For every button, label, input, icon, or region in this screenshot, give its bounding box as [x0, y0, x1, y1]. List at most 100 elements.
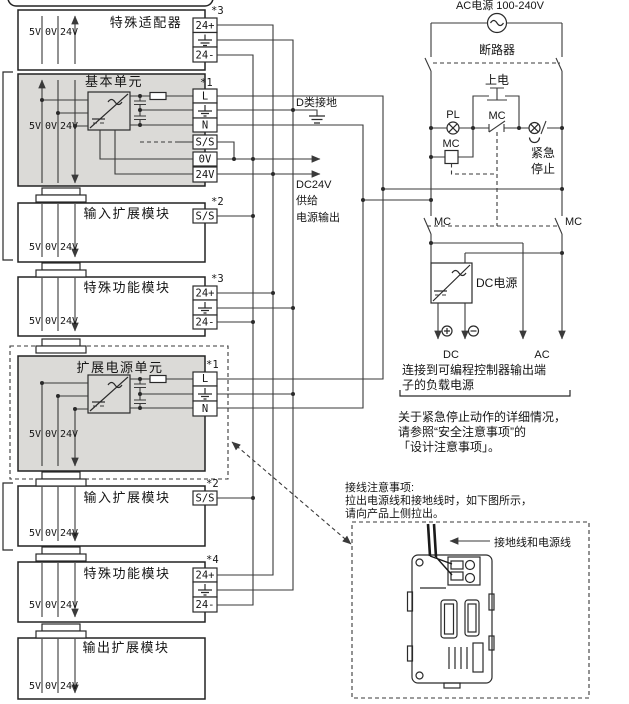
rail-label-0v: 0V [45, 242, 57, 253]
terminal-screw [464, 572, 476, 584]
breaker-label: 断路器 [479, 42, 515, 57]
pointer-dashed-arrow [231, 441, 352, 545]
module-output-extension: 5V 0V 24V 输出扩展模块 [17, 637, 206, 700]
terminal-label: 24- [196, 317, 215, 329]
mc-aux-label: MC [488, 110, 505, 122]
module-name: 输出扩展模块 [82, 640, 169, 655]
mc-coil-icon [444, 149, 459, 165]
dc-supply-box [430, 262, 473, 304]
power-rail-arrows [41, 383, 75, 466]
wiring-note-line1: 拉出电源线和接地线时，如下图所示， [345, 493, 532, 507]
terminal-label: S/S [196, 137, 215, 149]
rail-label-0v: 0V [45, 600, 57, 611]
load-bracket [399, 390, 571, 397]
power-rail-arrows [41, 204, 75, 257]
rail-label-24v: 24V [60, 316, 78, 327]
module-name: 输入扩展模块 [83, 206, 170, 221]
side-tab [488, 593, 495, 611]
ac-symbol [107, 381, 123, 389]
rail-label-5v: 5V [29, 600, 41, 611]
module-input-extension-1: 5V 0V 24V 输入扩展模块 [17, 202, 206, 263]
load-feed-wires [431, 242, 562, 263]
rail-label-0v: 0V [45, 27, 57, 38]
fuse-symbol [149, 374, 167, 384]
rail-label-5v: 5V [29, 528, 41, 539]
dc24v-label-3: 电源输出 [296, 210, 340, 224]
load-note-1: 连接到可编程控制器输出端 [402, 362, 546, 377]
power-rail-arrows [41, 487, 75, 541]
rails [430, 22, 563, 263]
d-class-ground-label: D类接地 [296, 95, 337, 109]
power-rail-arrows [41, 278, 75, 331]
wiring-note-line2: 请向产品上侧拉出。 [345, 506, 444, 520]
breaker-blades [424, 57, 563, 72]
bus-0v [217, 54, 254, 606]
fuse-symbol [149, 91, 167, 101]
module-box [17, 637, 206, 700]
terminal-label: N [202, 403, 208, 415]
estop-head-x [530, 123, 539, 133]
terminal-label: 24- [196, 599, 215, 611]
psu-diagonal [89, 376, 129, 412]
rail-label-24v: 24V [60, 681, 78, 692]
minus-icon [467, 325, 480, 337]
side-tab [406, 645, 414, 662]
screw-icon [415, 558, 424, 567]
module-box [17, 202, 206, 263]
extension-psu-dashed-outline [9, 345, 229, 480]
rail-label-24v: 24V [60, 528, 78, 539]
pilot-lamp-icon [446, 121, 460, 135]
load-note-2: 子的负载电源 [402, 377, 474, 392]
rail-label-24v: 24V [60, 429, 78, 440]
estop-head-icon [528, 121, 541, 135]
estop-note-3: 「设计注意事项」。 [398, 439, 500, 454]
rail-label-5v: 5V [29, 242, 41, 253]
ground-icon [198, 388, 212, 400]
module-name: 输入扩展模块 [83, 490, 170, 505]
rail-label-5v: 5V [29, 681, 41, 692]
group-bracket [2, 71, 13, 551]
d-class-ground-icon [309, 115, 325, 124]
terminal-label: S/S [196, 493, 215, 505]
rail-label-24v: 24V [60, 27, 78, 38]
rail-label-24v: 24V [60, 121, 78, 132]
terminal-label: 24+ [196, 288, 215, 300]
power-rail-arrows [41, 16, 75, 64]
estop-cup-icon [528, 137, 541, 144]
terminal-label: L [202, 373, 208, 385]
rail-label-5v: 5V [29, 27, 41, 38]
footnote-marker: *4 [206, 554, 219, 566]
footnote-marker: *2 [211, 196, 224, 208]
estop-note-2: 请参照“安全注意事项”的 [398, 424, 526, 439]
connector-slot [440, 599, 458, 639]
bus-ground [217, 39, 294, 591]
psu-symbol [87, 374, 131, 414]
rail-label-0v: 0V [45, 681, 57, 692]
psu-output-wires [42, 382, 88, 410]
connector [35, 338, 87, 354]
footnote-marker: *1 [206, 359, 219, 371]
module-extension-power-supply: 5V 0V 24V 扩展电源单元 [17, 355, 206, 471]
ground-icon [198, 34, 212, 47]
dc-supply-label: DC电源 [476, 276, 517, 290]
mc-main-label-left: MC [434, 216, 451, 228]
pilot-lamp-label: PL [446, 109, 459, 121]
rail-label-24v: 24V [60, 600, 78, 611]
rail-label-0v: 0V [45, 121, 57, 132]
screw-icon [415, 671, 424, 680]
connector [35, 623, 87, 639]
module-input-extension-2: 5V 0V 24V 输入扩展模块 [17, 485, 206, 547]
module-box [17, 485, 206, 547]
rail-label-0v: 0V [45, 429, 57, 440]
connector [35, 546, 87, 562]
terminal-label: L [202, 91, 208, 103]
dc-label: DC [443, 349, 459, 361]
connector [35, 471, 87, 487]
bottom-slot [472, 642, 484, 673]
module-basic-unit: 5V 0V 24V 基本单元 [17, 74, 206, 186]
ac-power-circuit: AC电源 100-240V 断路器 PL 上电 MC 紧急 停止 MC MC M… [398, 0, 582, 454]
dc24v-label-1: DC24V [296, 179, 332, 191]
dc24v-label-2: 供给 [296, 193, 318, 207]
